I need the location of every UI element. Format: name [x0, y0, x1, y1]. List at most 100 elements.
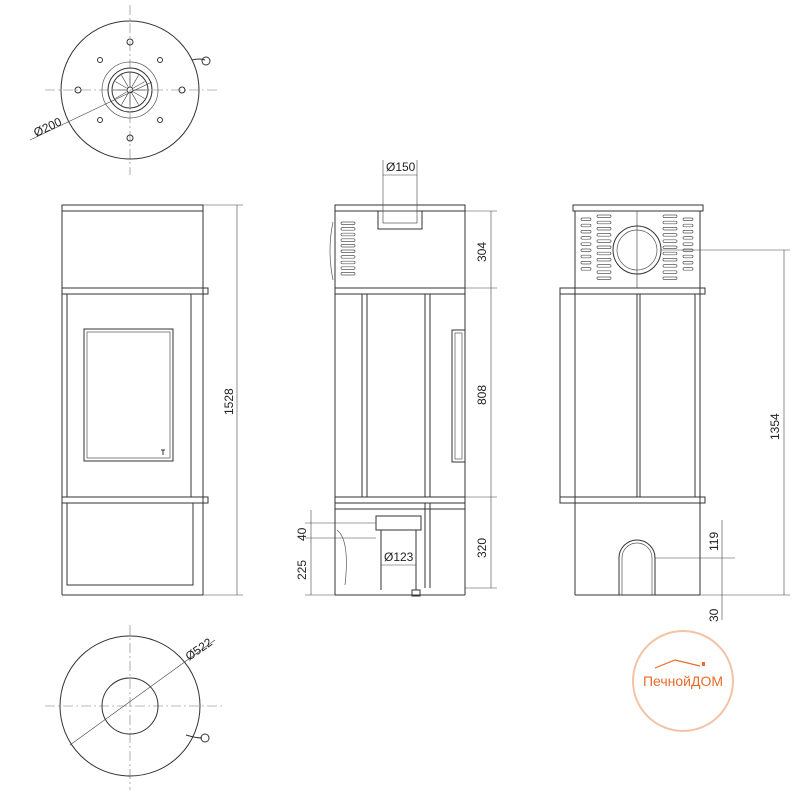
back-vent-slot — [662, 233, 678, 237]
base-diameter-label: Ø522 — [183, 635, 215, 663]
flue-spoke — [121, 93, 129, 105]
back-vent-slot — [596, 214, 612, 218]
front-top-plate — [61, 204, 204, 212]
front-view: 1528 — [61, 204, 243, 596]
base-inlet-circle — [101, 677, 159, 735]
back-vent-slot — [596, 227, 612, 231]
back-vent-slot — [682, 223, 694, 228]
back-air-inlet-arch-inner — [621, 542, 653, 595]
bolt-hole — [157, 117, 163, 123]
top-view-collar-circle — [101, 61, 159, 119]
back-vent-slot — [662, 239, 678, 243]
chimney-icon — [702, 662, 705, 666]
front-bottom-compartment — [66, 502, 194, 586]
top-flue-diameter-label: Ø200 — [31, 114, 64, 139]
logo-text: ПечнойДОМ — [643, 673, 723, 689]
flue-spoke — [133, 81, 145, 89]
back-vent-slot — [662, 258, 678, 262]
back-outlet-height-label: 1354 — [768, 413, 782, 440]
back-outlet-inner — [616, 229, 658, 271]
back-vent-slot — [596, 258, 612, 262]
inlet-height-label: 225 — [295, 560, 309, 580]
side-vent-slot — [340, 255, 356, 259]
back-vent-slot — [662, 227, 678, 231]
flue-spoke — [131, 75, 139, 87]
top-view-flue-inner — [111, 71, 149, 109]
bolt-hole — [157, 57, 163, 63]
back-air-inlet-arch — [618, 539, 656, 595]
flue-spoke — [121, 75, 129, 87]
side-glass-edge — [451, 329, 466, 463]
side-door-bottom-rail — [334, 496, 466, 504]
side-air-channel — [329, 221, 334, 281]
back-vent-slot — [596, 220, 612, 225]
back-lower-rail — [559, 496, 706, 504]
back-vent-slot — [682, 230, 694, 234]
side-bottom-curve — [336, 529, 347, 586]
back-vent-slot — [596, 251, 612, 256]
front-glass-inner — [86, 331, 171, 459]
back-vent-slot — [580, 242, 592, 246]
front-door-top-rail — [61, 287, 209, 295]
back-vent-slot — [596, 264, 612, 268]
back-upper-rail — [559, 287, 706, 295]
back-vent-slot — [580, 267, 592, 271]
back-vent-slot — [662, 276, 678, 280]
back-vent-slot — [682, 267, 694, 271]
logo-circle — [632, 630, 734, 732]
side-door-top-rail — [334, 287, 466, 295]
front-glass-outer — [83, 328, 174, 462]
back-vent-slot — [596, 239, 612, 243]
back-vent-slot — [682, 261, 694, 265]
bolt-hole — [126, 134, 134, 142]
side-vent-slot — [340, 238, 356, 242]
back-vent-slot — [682, 217, 694, 221]
side-vent-slot — [340, 232, 356, 237]
bolt-hole — [178, 86, 186, 94]
bolt-hole — [126, 38, 134, 46]
top-view: Ø200 — [29, 5, 220, 175]
base-handle-knob — [200, 733, 210, 743]
bolt-hole — [74, 86, 82, 94]
back-vent-slot — [662, 245, 678, 249]
back-vent-slot — [596, 270, 612, 274]
flue-center — [126, 86, 134, 94]
back-top-plate — [572, 204, 704, 212]
top-section-height-label: 304 — [475, 242, 489, 262]
brand-logo: ПечнойДОМ — [632, 630, 734, 732]
top-view-outer-circle — [60, 20, 200, 160]
flue-spoke — [131, 93, 139, 105]
back-view: 1354 119 30 — [559, 204, 790, 622]
house-roof-icon — [654, 659, 701, 669]
back-vent-slot — [682, 236, 694, 240]
side-vent-slot — [340, 221, 356, 225]
side-glass-edge-inner — [454, 332, 463, 460]
bolt-hole — [97, 117, 103, 123]
side-vents — [340, 221, 356, 276]
flue-spoke — [115, 91, 127, 99]
front-door-frame — [66, 293, 192, 498]
handle — [191, 58, 206, 61]
back-vent-slot — [596, 276, 612, 280]
side-vent-slot — [340, 266, 356, 270]
back-vent-slot — [580, 223, 592, 228]
total-height-label: 1528 — [222, 388, 236, 415]
back-vent-slot — [662, 270, 678, 274]
back-vent-slot — [596, 233, 612, 237]
side-bottom-band — [334, 502, 466, 510]
side-vent-slot — [340, 249, 356, 253]
back-vent-slot — [596, 245, 612, 249]
back-vent-slot — [580, 236, 592, 240]
back-vent-slot — [662, 214, 678, 218]
bottom-section-height-label: 320 — [475, 538, 489, 558]
base-view: Ø522 — [45, 625, 225, 790]
side-vent-slot — [340, 272, 356, 276]
back-vent-slot — [682, 242, 694, 246]
flue-spoke — [133, 91, 145, 99]
side-vent-slot — [340, 260, 356, 265]
back-vent-slot — [662, 220, 678, 225]
back-vent-slot — [662, 251, 678, 256]
flue-spoke — [115, 81, 127, 89]
